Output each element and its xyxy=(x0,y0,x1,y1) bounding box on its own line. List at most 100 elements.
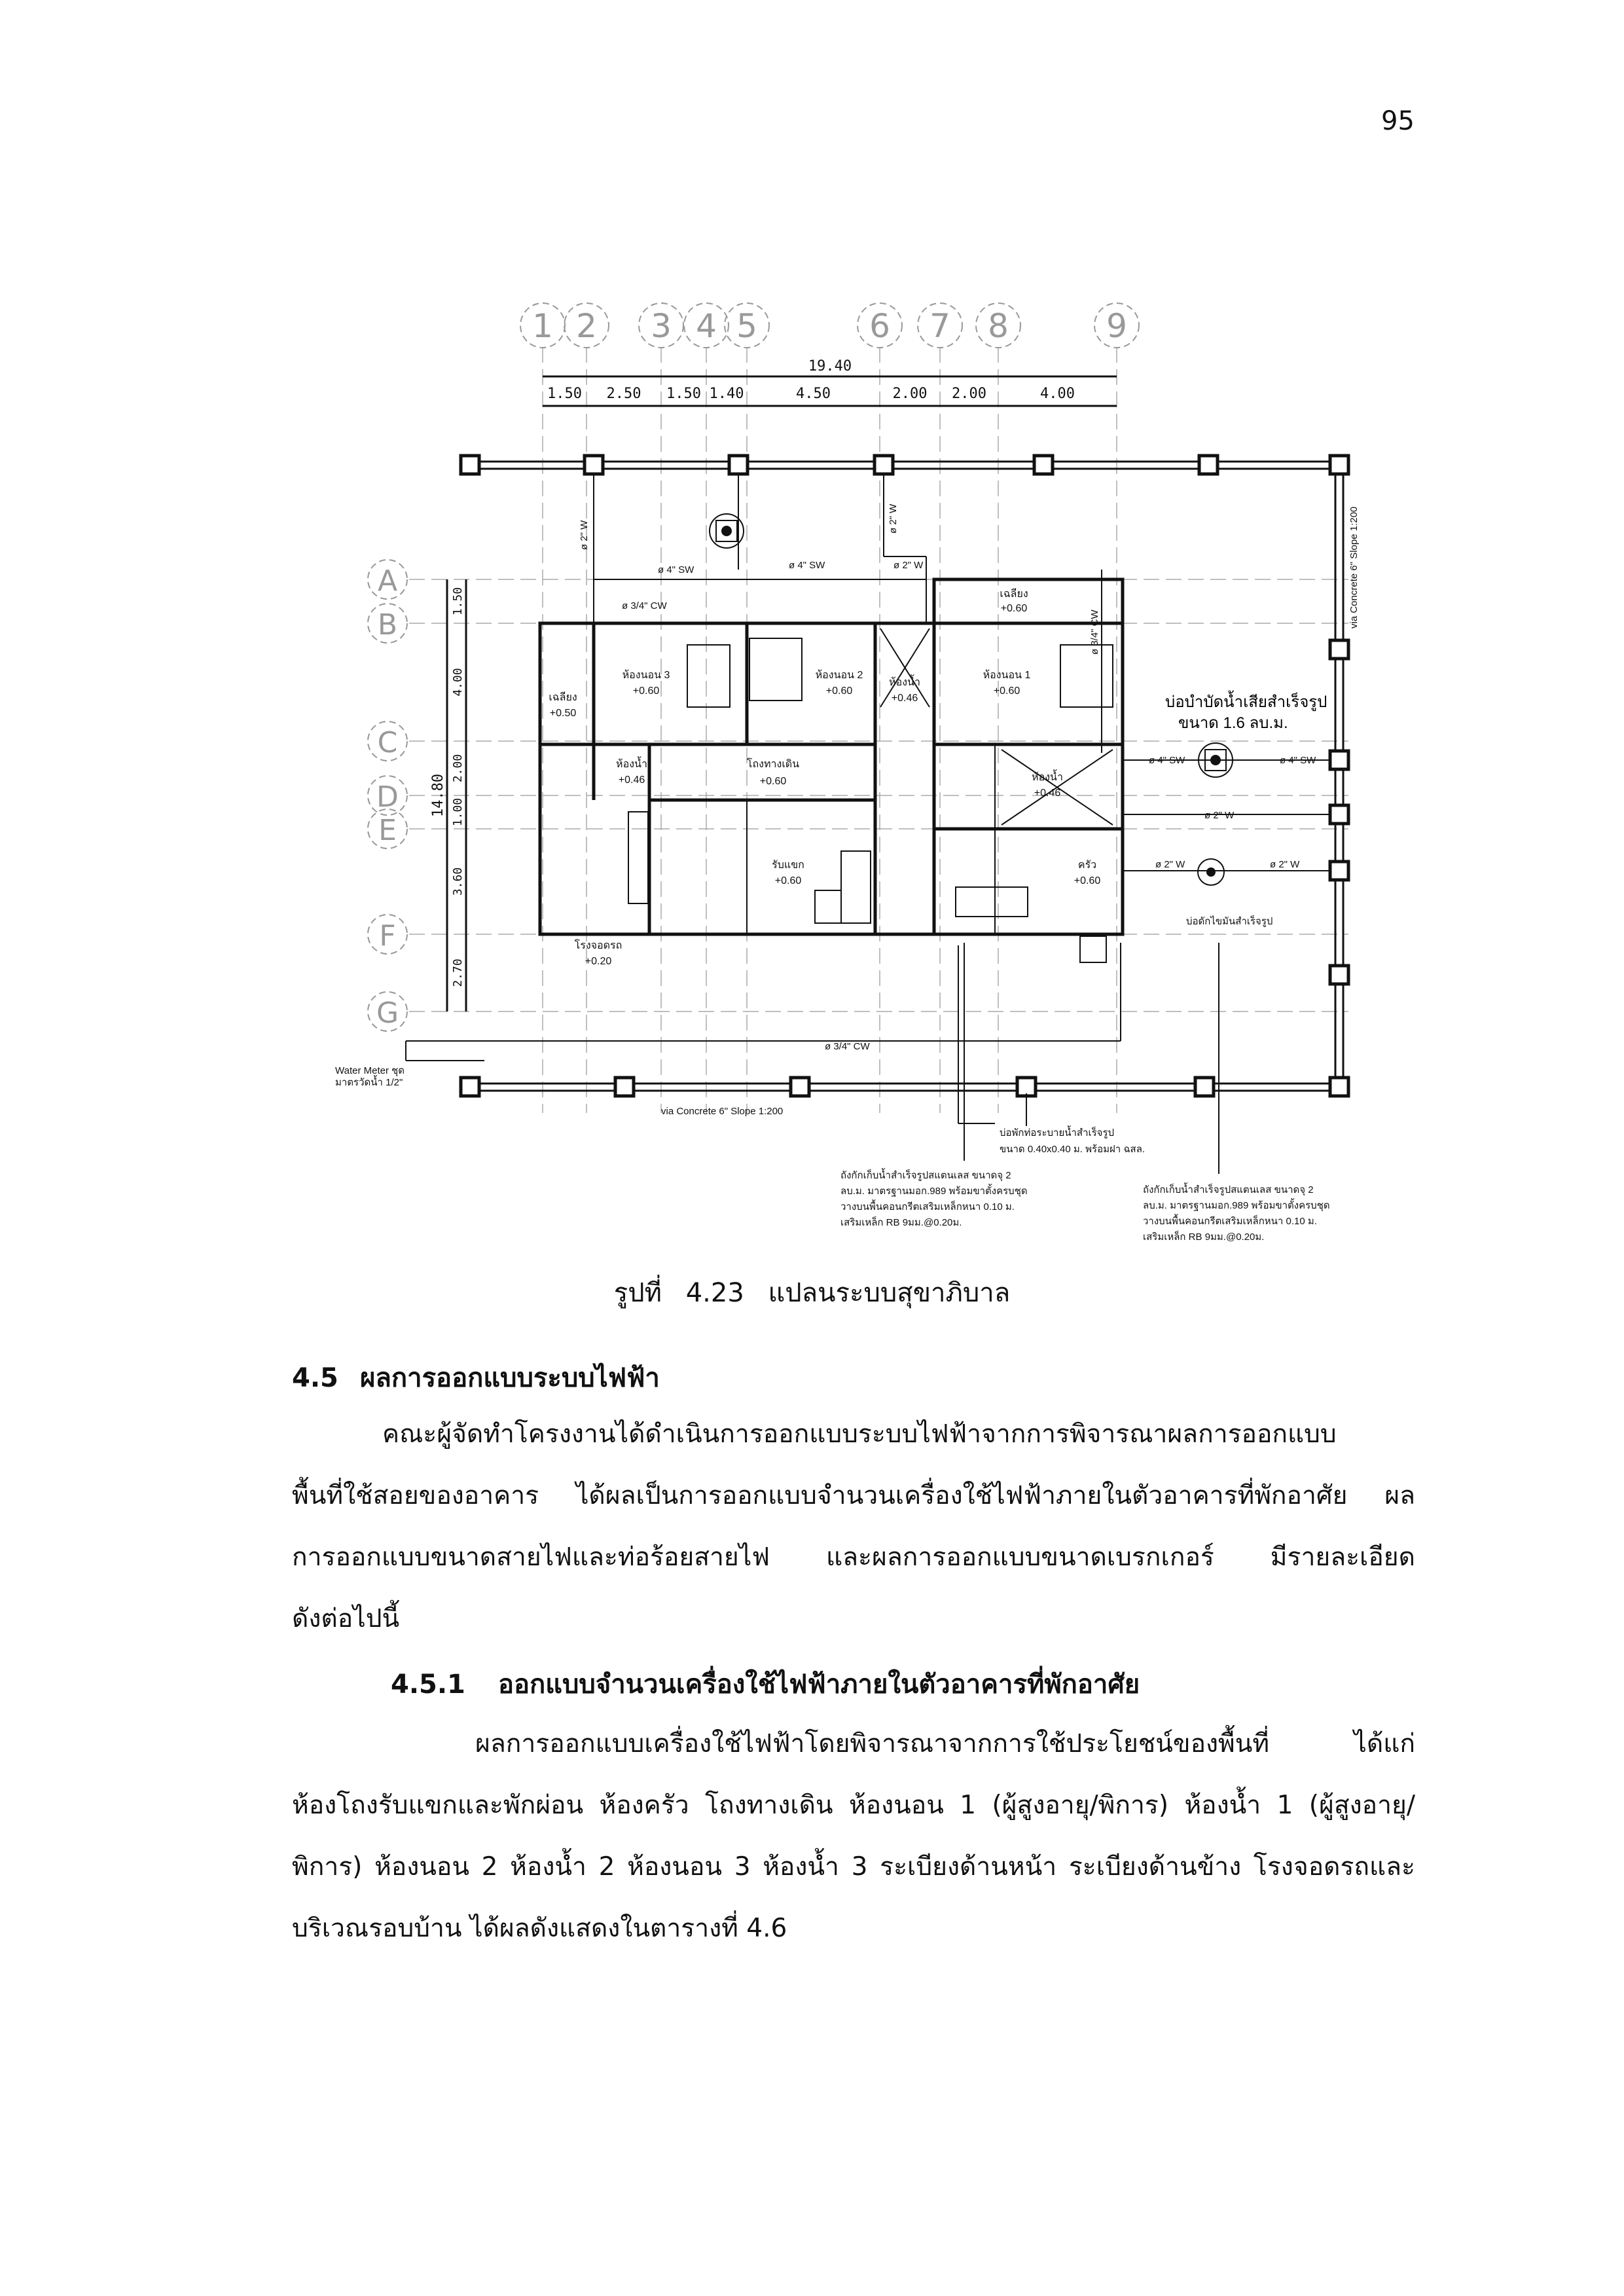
text-line: ผลการออกแบบเครื่องใช้ไฟฟ้าโดยพิจารณาจากก… xyxy=(475,1729,1415,1758)
room-living: รับแขก xyxy=(772,860,804,871)
column-spacing-dim: 4.50 xyxy=(796,386,831,402)
room-carport: โรงจอดรถ xyxy=(575,939,623,951)
room-bath2: ห้องน้ำ xyxy=(889,674,920,688)
level: +0.60 xyxy=(994,685,1020,697)
tank-note: เสริมเหล็ก RB 9มม.@0.20ม. xyxy=(840,1216,962,1228)
room-kitchen: ครัว xyxy=(1078,860,1096,871)
pipe-labels: ø 4" SW ø 4" SW ø 2" W ø 3/4" CW ø 2" W … xyxy=(335,503,1360,1117)
section-heading-4-5-1: 4.5.1 ออกแบบจำนวนเครื่องใช้ไฟฟ้าภายในตัว… xyxy=(391,1663,1140,1705)
level: +0.20 xyxy=(585,956,612,967)
septic-tank-right xyxy=(1198,742,1233,778)
manhole-icon xyxy=(459,1076,481,1098)
section-number: 4.5 xyxy=(292,1363,338,1393)
section-heading-4-5: 4.5 ผลการออกแบบระบบไฟฟ้า xyxy=(292,1357,660,1398)
room-porch-top: เฉลียง xyxy=(1000,588,1028,600)
level: +0.60 xyxy=(1001,603,1028,614)
pipe-label: ø 4" SW xyxy=(1149,755,1185,766)
grid-label-column: 5 xyxy=(736,307,757,345)
manhole-icon xyxy=(1015,1076,1038,1098)
grid-bubble xyxy=(520,302,566,348)
column-spacing-dim: 2.00 xyxy=(952,386,986,402)
grid-label-row: C xyxy=(378,726,398,759)
figure-caption: รูปที่ 4.23 แปลนระบบสุขาภิบาล xyxy=(613,1278,1011,1308)
pipe-label: ø 4" SW xyxy=(1280,755,1316,766)
tank-note: วางบนพื้นคอนกรีตเสริมเหล็กหนา 0.10 ม. xyxy=(1143,1214,1317,1227)
level: +0.46 xyxy=(892,693,918,704)
pipe-label: ø 3/4" CW xyxy=(1089,609,1100,655)
manhole-icon xyxy=(1032,454,1055,476)
grid-bubble xyxy=(975,302,1021,348)
column-spacing-dim: 4.00 xyxy=(1040,386,1075,402)
tank-note: ถังกักเก็บน้ำสำเร็จรูปสแตนเลส ขนาดจุ 2 xyxy=(840,1168,1011,1182)
room-hall: โถงทางเดิน xyxy=(747,757,799,770)
text-line: ดังต่อไปนี้ xyxy=(292,1604,400,1633)
room-porch-left: เฉลียง xyxy=(549,691,577,703)
grid-bubble xyxy=(564,302,609,348)
grid-label-column: 6 xyxy=(869,307,890,345)
grid-bubble xyxy=(367,603,408,644)
text-line: ห้องโถงรับแขกและพักผ่อน ห้องครัว โถงทางเ… xyxy=(292,1791,1415,1820)
room-labels: ห้องนอน 3 +0.60 ห้องนอน 2 +0.60 ห้องน้ำ … xyxy=(549,588,1100,967)
paragraph-4-5: คณะผู้จัดทำโครงงานได้ดำเนินการออกแบบระบบ… xyxy=(292,1404,1415,1650)
slope-label: via Concrete 6" Slope 1:200 xyxy=(1348,507,1360,629)
grid-bubble xyxy=(683,302,729,348)
slope-label: via Concrete 6" Slope 1:200 xyxy=(661,1106,783,1117)
level: +0.46 xyxy=(619,774,645,786)
water-meter-label: มาตรวัดน้ำ 1/2" xyxy=(335,1075,403,1088)
row-spacing-dim: 4.00 xyxy=(451,668,465,696)
row-spacing-dim: 2.70 xyxy=(451,958,465,987)
level: +0.60 xyxy=(1074,875,1101,886)
room-bath1: ห้องน้ำ xyxy=(1032,769,1063,783)
grid-label-row: A xyxy=(378,564,397,598)
grid-label-column: 3 xyxy=(651,307,672,345)
row-spacing-dim: 2.00 xyxy=(451,754,465,782)
pipe-label: ø 2" W xyxy=(579,520,590,550)
room-bedroom2: ห้องนอน 2 xyxy=(816,669,863,681)
tank-note: ถังกักเก็บน้ำสำเร็จรูปสแตนเลส ขนาดจุ 2 xyxy=(1143,1182,1314,1196)
grease-trap xyxy=(1197,858,1225,886)
pipe-label: ø 2" W xyxy=(1270,859,1300,870)
manhole-icon xyxy=(873,454,895,476)
grid-label-row: D xyxy=(376,780,399,814)
pipe-label: ø 4" SW xyxy=(789,560,825,571)
grid-bubble xyxy=(367,721,408,761)
manhole-icon xyxy=(1328,803,1350,826)
manhole-icon xyxy=(1328,964,1350,986)
grid-bubble xyxy=(1094,302,1140,348)
grid-label-column: 8 xyxy=(988,307,1009,345)
grid-label-column: 7 xyxy=(929,307,950,345)
left-dimensions: 14.80 1.504.002.001.003.602.70 xyxy=(430,579,467,1011)
level: +0.46 xyxy=(1034,788,1061,799)
grid-label-row: E xyxy=(378,814,397,847)
manhole-icon xyxy=(1328,1076,1350,1098)
text-line: บริเวณรอบบ้าน ได้ผลดังแสดงในตารางที่ 4.6 xyxy=(292,1914,787,1943)
paragraph-4-5-1: ผลการออกแบบเครื่องใช้ไฟฟ้าโดยพิจารณาจากก… xyxy=(292,1713,1415,1959)
grid-label-row: F xyxy=(379,919,395,953)
manhole-icon xyxy=(1328,860,1350,882)
column-spacing-dim: 2.50 xyxy=(607,386,641,402)
grid-bubble xyxy=(367,559,408,600)
column-spacing-dim: 2.00 xyxy=(893,386,928,402)
pipe-label: ø 2" W xyxy=(1155,859,1185,870)
manhole-icon xyxy=(1193,1076,1216,1098)
section-number: 4.5.1 xyxy=(391,1669,465,1700)
level: +0.60 xyxy=(775,875,802,886)
room-bedroom1: ห้องนอน 1 xyxy=(983,669,1031,681)
septic-label: บ่อบำบัดน้ำเสียสำเร็จรูป xyxy=(1165,690,1327,712)
septic-label: ขนาด 1.6 ลบ.ม. xyxy=(1178,714,1288,732)
grid-label-column: 1 xyxy=(532,307,553,345)
manhole-icon xyxy=(1197,454,1219,476)
tank-note: เสริมเหล็ก RB 9มม.@0.20ม. xyxy=(1143,1230,1264,1243)
section-title: ออกแบบจำนวนเครื่องใช้ไฟฟ้าภายในตัวอาคารท… xyxy=(497,1669,1140,1700)
tank-note: วางบนพื้นคอนกรีตเสริมเหล็กหนา 0.10 ม. xyxy=(840,1199,1015,1212)
water-meter-label: Water Meter ชุด xyxy=(335,1065,405,1077)
text-line: พิการ) ห้องนอน 2 ห้องน้ำ 2 ห้องนอน 3 ห้อ… xyxy=(292,1852,1415,1882)
pipe-label: ø 2" W xyxy=(1204,810,1235,821)
manhole-icon xyxy=(583,454,605,476)
grid-label-column: 9 xyxy=(1106,307,1127,345)
grid-bubble xyxy=(724,302,770,348)
annotation-notes: บ่อพักท่อระบายน้ำสำเร็จรูป ขนาด 0.40x0.4… xyxy=(840,943,1330,1243)
